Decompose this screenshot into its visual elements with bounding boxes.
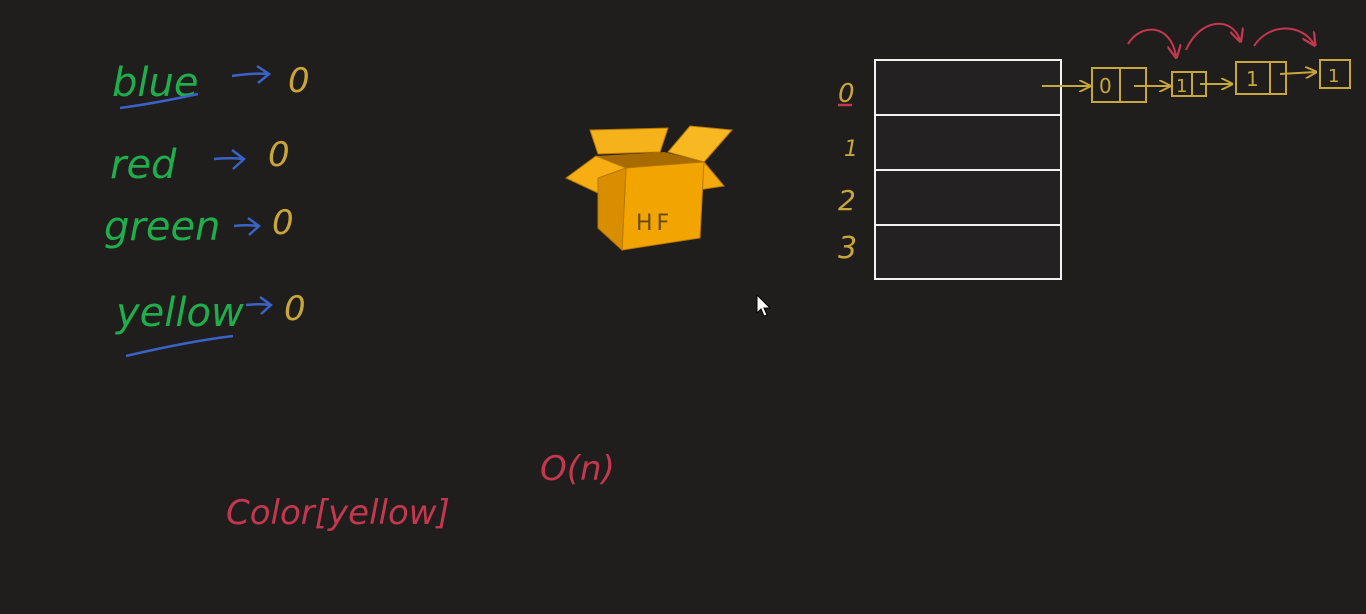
underline-stroke bbox=[119, 92, 199, 110]
chain-node-value: 1 bbox=[1328, 66, 1339, 87]
hop-arrow-icon bbox=[1127, 28, 1176, 56]
count-row-green: green 0 bbox=[104, 203, 294, 250]
bucket-row bbox=[874, 224, 1062, 280]
bucket-row bbox=[874, 169, 1062, 226]
arrow-icon bbox=[233, 216, 261, 236]
arrow-icon bbox=[231, 64, 272, 84]
chain-node bbox=[1319, 59, 1351, 89]
arrow-icon bbox=[1279, 72, 1316, 74]
lookup-expression: Color[yellow] bbox=[226, 493, 450, 533]
index-label: 2 bbox=[838, 184, 856, 217]
count-value: 0 bbox=[272, 203, 294, 243]
bucket-row bbox=[874, 114, 1062, 171]
count-key: green bbox=[104, 204, 220, 250]
linked-chain: 0 1 1 1 bbox=[1042, 22, 1351, 103]
complexity-note: O(n) bbox=[540, 449, 615, 489]
count-value: 0 bbox=[268, 135, 290, 175]
box-label: HF bbox=[636, 211, 673, 236]
index-label: 1 bbox=[844, 137, 858, 162]
chain-node-value: 1 bbox=[1246, 67, 1259, 91]
chain-node-value: 0 bbox=[1099, 74, 1112, 98]
box-icon: HF bbox=[565, 125, 734, 252]
table-indices: 0 1 2 3 bbox=[838, 79, 858, 266]
index-label: 0 bbox=[838, 79, 855, 109]
underline-stroke bbox=[125, 334, 234, 358]
count-list: blue 0 red 0 green 0 yellow 0 bbox=[104, 60, 310, 358]
cursor-icon bbox=[756, 293, 772, 317]
hop-arrow-icon bbox=[1253, 27, 1314, 46]
count-value: 0 bbox=[284, 289, 306, 329]
count-key: yellow bbox=[115, 290, 244, 336]
count-key: blue bbox=[112, 60, 198, 106]
arrow-icon bbox=[213, 149, 246, 170]
index-label: 3 bbox=[838, 231, 857, 266]
hop-arrow-icon bbox=[1185, 22, 1240, 51]
chain-node-value: 1 bbox=[1176, 76, 1187, 97]
lookup-notes: Color[yellow] O(n) bbox=[226, 449, 615, 533]
count-row-blue: blue 0 bbox=[112, 60, 310, 110]
arrow-icon bbox=[245, 295, 273, 315]
chain-node bbox=[1235, 61, 1287, 95]
bucket-row bbox=[874, 59, 1062, 116]
bucket-table bbox=[874, 59, 1062, 280]
count-row-red: red 0 bbox=[110, 135, 290, 188]
count-row-yellow: yellow 0 bbox=[115, 289, 306, 358]
count-key: red bbox=[110, 142, 177, 188]
count-value: 0 bbox=[288, 61, 310, 101]
